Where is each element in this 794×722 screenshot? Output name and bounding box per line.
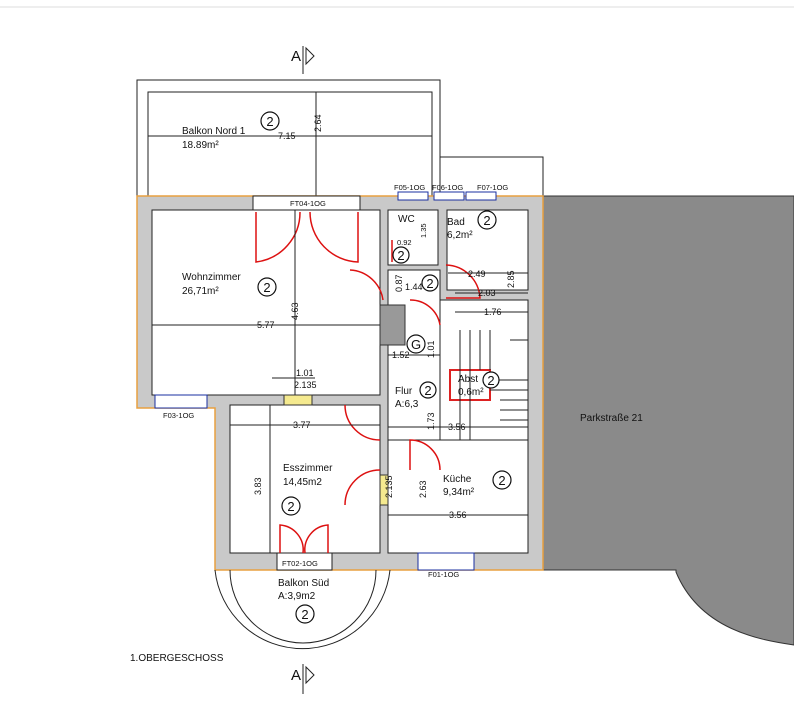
neighbor-label: Parkstraße 21 <box>580 413 643 424</box>
svg-text:1.35: 1.35 <box>419 223 428 238</box>
svg-text:2: 2 <box>498 473 505 488</box>
room-name: Küche <box>443 474 472 485</box>
window-label: F05-1OG <box>394 183 425 192</box>
svg-text:5.77: 5.77 <box>257 320 275 330</box>
svg-text:3.77: 3.77 <box>293 420 311 430</box>
room-name: Balkon Süd <box>278 578 329 589</box>
room-area: 18.89m² <box>182 140 219 151</box>
svg-text:2: 2 <box>397 248 404 263</box>
svg-text:2: 2 <box>301 607 308 622</box>
doors <box>255 211 481 554</box>
svg-text:1.52: 1.52 <box>392 350 410 360</box>
room-area: 0,6m² <box>458 387 484 398</box>
svg-text:1.76: 1.76 <box>484 307 502 317</box>
svg-text:4.63: 4.63 <box>290 302 300 320</box>
room-name: Balkon Nord 1 <box>182 126 246 137</box>
svg-text:0.87: 0.87 <box>394 274 404 292</box>
room-name: Bad <box>447 217 465 228</box>
window-label: F07-1OG <box>477 183 508 192</box>
svg-text:0.92: 0.92 <box>397 238 412 247</box>
svg-text:2: 2 <box>424 383 431 398</box>
svg-text:2.49: 2.49 <box>468 269 486 279</box>
room-area: 6,2m² <box>447 230 473 241</box>
window-label: FT04-1OG <box>290 199 326 208</box>
svg-text:2.135: 2.135 <box>294 380 317 390</box>
window-label: F03-1OG <box>163 411 194 420</box>
svg-text:2: 2 <box>487 373 494 388</box>
balkon-sued-outer <box>214 569 391 650</box>
room-area: 14,45m2 <box>283 477 322 488</box>
room-wohnzimmer <box>151 209 381 396</box>
svg-text:2: 2 <box>287 499 294 514</box>
room-name: WC <box>398 214 415 225</box>
balkon-sued-inner <box>229 569 377 644</box>
floor-label: 1.OBERGESCHOSS <box>130 653 224 664</box>
svg-text:2.135: 2.135 <box>384 475 394 498</box>
room-number-markers: 2 2 2 2 2 2 2 2 2 2 G <box>257 111 512 624</box>
svg-text:2: 2 <box>263 280 270 295</box>
window-label: F06-1OG <box>432 183 463 192</box>
svg-text:2: 2 <box>266 114 273 129</box>
room-name: Esszimmer <box>283 463 333 474</box>
room-area: 26,71m² <box>182 286 219 297</box>
dimension-labels: 7.15 2.64 5.77 4.63 1.01 2.135 3.77 3.83… <box>253 114 516 520</box>
svg-text:3.83: 3.83 <box>253 477 263 495</box>
svg-text:2.03: 2.03 <box>478 288 496 298</box>
svg-text:2.64: 2.64 <box>313 114 323 132</box>
room-name: Abst <box>458 374 478 385</box>
svg-text:3.56: 3.56 <box>448 422 466 432</box>
stair-marker: G <box>411 337 421 352</box>
svg-text:1.73: 1.73 <box>426 412 436 430</box>
svg-text:1.01: 1.01 <box>426 340 436 358</box>
section-marker-top: A <box>291 48 301 65</box>
svg-text:2: 2 <box>483 213 490 228</box>
svg-text:1.01: 1.01 <box>296 368 314 378</box>
svg-text:7.15: 7.15 <box>278 131 296 141</box>
section-marker-bottom: A <box>291 667 301 684</box>
svg-text:3.56: 3.56 <box>449 510 467 520</box>
window-label: F01-1OG <box>428 570 459 579</box>
room-area: 9,34m² <box>443 487 475 498</box>
room-area: A:3,9m2 <box>278 591 316 602</box>
svg-text:2.63: 2.63 <box>418 480 428 498</box>
room-kueche <box>387 439 529 554</box>
room-name: Flur <box>395 386 413 397</box>
svg-text:2: 2 <box>426 276 433 291</box>
neighbor-building <box>542 195 794 646</box>
svg-text:1.44: 1.44 <box>405 282 423 292</box>
window-label: FT02-1OG <box>282 559 318 568</box>
room-area: A:6,3 <box>395 399 419 410</box>
svg-text:2.85: 2.85 <box>506 270 516 288</box>
room-name: Wohnzimmer <box>182 272 241 283</box>
windows <box>154 191 497 571</box>
